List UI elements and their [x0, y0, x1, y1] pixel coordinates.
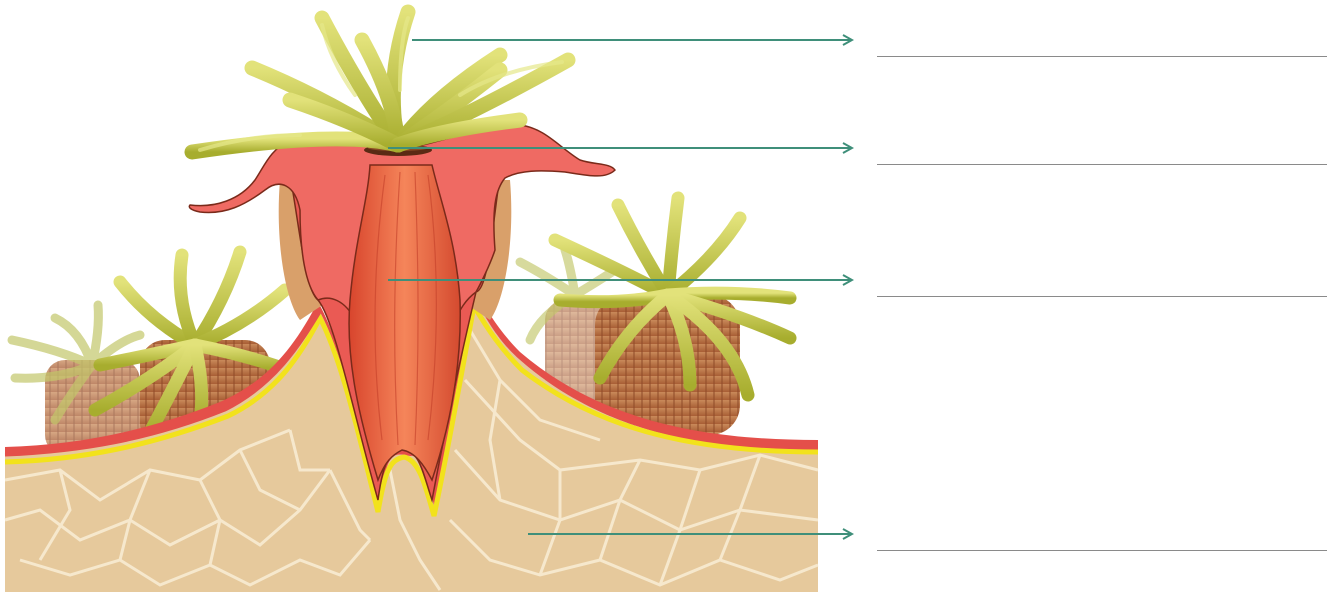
answer-line-skeleton[interactable]: [877, 550, 1327, 551]
answer-line-stomach[interactable]: [877, 296, 1327, 297]
background-polyp-left: [12, 305, 140, 455]
answer-line-tentacles[interactable]: [877, 56, 1327, 57]
answer-line-mouth[interactable]: [877, 164, 1327, 165]
